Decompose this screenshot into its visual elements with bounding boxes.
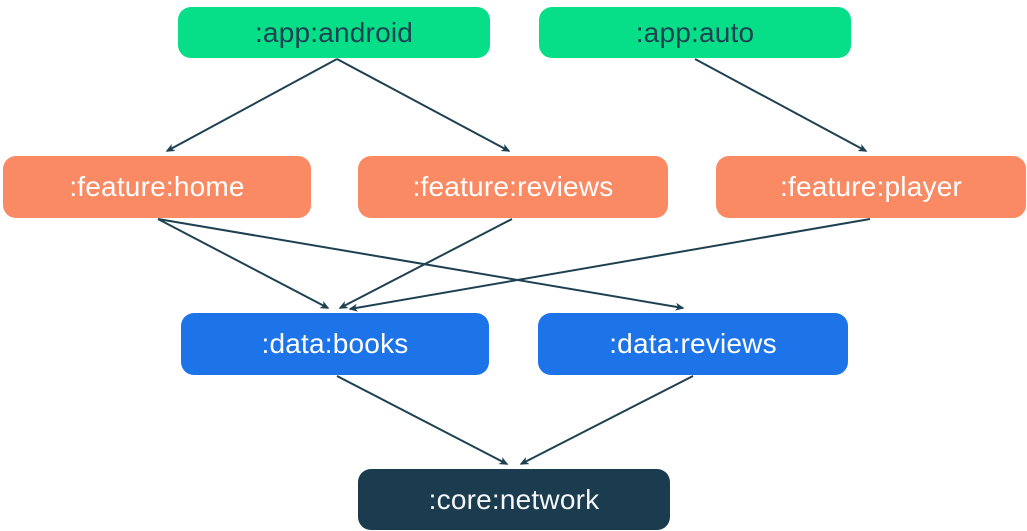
node-label: :core:network bbox=[428, 483, 600, 515]
edge-feature-reviews-to-data-books bbox=[338, 218, 513, 309]
edge-app-android-to-feature-reviews bbox=[336, 58, 511, 152]
node-label: :feature:player bbox=[780, 171, 962, 202]
node-label: :data:books bbox=[261, 328, 409, 359]
node-core-network: :core:network bbox=[358, 469, 670, 530]
edge-data-books-to-core-network bbox=[336, 375, 509, 465]
edge-feature-home-to-data-books bbox=[157, 218, 330, 309]
node-label: :app:auto bbox=[635, 16, 755, 48]
edge-app-android-to-feature-home bbox=[165, 58, 338, 152]
node-feature-reviews: :feature:reviews bbox=[358, 156, 668, 218]
edge-app-auto-to-feature-player bbox=[694, 58, 868, 152]
node-feature-player: :feature:player bbox=[716, 156, 1026, 218]
node-data-books: :data:books bbox=[181, 313, 489, 375]
node-feature-home: :feature:home bbox=[3, 156, 311, 218]
edge-feature-player-to-data-books bbox=[348, 218, 871, 312]
node-data-reviews: :data:reviews bbox=[538, 313, 848, 375]
node-label: :data:reviews bbox=[609, 328, 777, 359]
node-app-auto: :app:auto bbox=[539, 7, 851, 58]
edge-data-reviews-to-core-network bbox=[519, 375, 694, 465]
node-label: :feature:reviews bbox=[412, 171, 614, 202]
edge-feature-home-to-data-reviews bbox=[157, 218, 685, 311]
node-label: :app:android bbox=[254, 16, 414, 48]
node-label: :feature:home bbox=[69, 171, 245, 202]
node-app-android: :app:android bbox=[178, 7, 490, 58]
